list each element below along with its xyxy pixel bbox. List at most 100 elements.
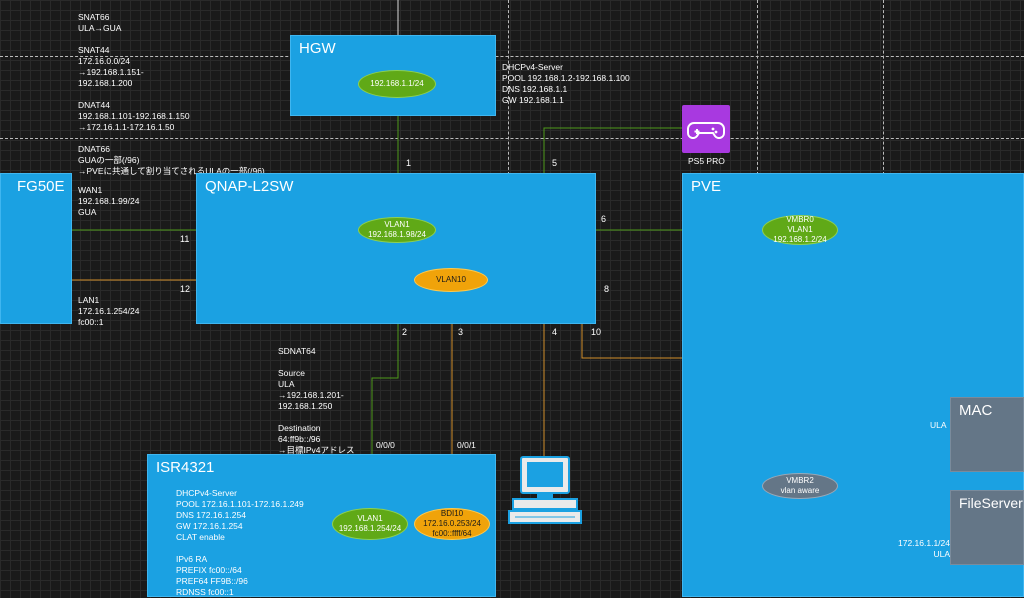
qnap-vlan1-label: VLAN1 (384, 220, 410, 229)
sdnat-line: Destination (278, 423, 321, 433)
wan1-line: WAN1 (78, 185, 103, 195)
isr-dhcp-notes: DHCPv4-Server POOL 172.16.1.101-172.16.1… (176, 488, 304, 598)
qnap-box[interactable]: QNAP-L2SW (196, 173, 596, 324)
qnap-vlan10-label: VLAN10 (436, 275, 466, 284)
gamepad-icon (687, 122, 725, 139)
isr-vlan1-node[interactable]: VLAN1 192.168.1.254/24 (332, 508, 408, 540)
ps5-icon[interactable] (682, 105, 730, 153)
hgw-dhcp-line: POOL 192.168.1.2-192.168.1.100 (502, 73, 630, 83)
wan1-line: 192.168.1.99/24 (78, 196, 140, 206)
nat-note-line: DNAT66 (78, 144, 110, 154)
lan1-line: LAN1 (78, 295, 100, 305)
hgw-title: HGW (299, 40, 336, 57)
hgw-dhcp-line: DHCPv4-Server (502, 62, 563, 72)
isr-dhcp-line: CLAT enable (176, 532, 225, 542)
fg50e-box[interactable]: FG50E (0, 173, 72, 324)
hgw-dhcp-line: DNS 192.168.1.1 (502, 84, 568, 94)
qnap-vlan1-node[interactable]: VLAN1 192.168.1.98/24 (358, 217, 436, 243)
sdnat-line: 192.168.1.250 (278, 401, 333, 411)
mac-box[interactable]: MAC (950, 397, 1024, 472)
port-label: 0/0/0 (376, 440, 395, 450)
nat-note-line (78, 34, 265, 45)
fileserver-ip-notes: 172.16.1.1/24 ULA (898, 538, 950, 560)
vmbr2-label: VMBR2 (786, 476, 814, 485)
sdnat-line: 64:ff9b::/96 (278, 434, 321, 444)
port-label: 5 (552, 158, 558, 168)
sdnat-line (278, 412, 355, 423)
mac-title: MAC (959, 402, 993, 419)
port-label: 3 (458, 327, 464, 337)
isr-title: ISR4321 (156, 459, 215, 476)
port-label: 6 (601, 214, 607, 224)
nat-note-line: →PVEに共通して割り当てされるULAの一部(/96) (78, 166, 265, 176)
vmbr0-ip: 192.168.1.2/24 (773, 235, 827, 244)
lan1-line: 172.16.1.254/24 (78, 306, 140, 316)
vmbr0-node[interactable]: VMBR0 VLAN1 192.168.1.2/24 (762, 215, 838, 245)
nat-note-line: 192.168.1.101-192.168.1.150 (78, 111, 190, 121)
hgw-dhcp-line: GW 192.168.1.1 (502, 95, 564, 105)
sdnat-line: →192.168.1.201- (278, 390, 344, 400)
fileserver-title: FileServer (959, 495, 1023, 511)
fileserver-box[interactable]: FileServer (950, 490, 1024, 565)
hgw-dhcp-notes: DHCPv4-Server POOL 192.168.1.2-192.168.1… (502, 62, 630, 106)
isr-bdi10-label: BDI10 (440, 509, 464, 518)
isr-dhcp-line: POOL 172.16.1.101-172.16.1.249 (176, 499, 304, 509)
qnap-title: QNAP-L2SW (205, 178, 294, 195)
port-label: 0/0/1 (457, 440, 476, 450)
isr-bdi10-node[interactable]: BDI10 172.16.0.253/24 fc00::ffff/64 (414, 508, 490, 540)
port-label: 1 (406, 158, 412, 168)
port-label: 4 (552, 327, 558, 337)
sdnat-line: Source (278, 368, 305, 378)
isr-dhcp-line: IPv6 RA (176, 554, 208, 564)
isr-dhcp-line (176, 543, 304, 554)
lan1-line: fc00::1 (78, 317, 104, 327)
sdnat-line (278, 357, 355, 368)
nat-note-line: SNAT44 (78, 45, 110, 55)
guide-line (0, 138, 1024, 139)
qnap-vlan10-node[interactable]: VLAN10 (414, 268, 488, 292)
sdnat-line: SDNAT64 (278, 346, 316, 356)
vmbr0-label: VMBR0 (786, 215, 814, 224)
vmbr2-node[interactable]: VMBR2 vlan aware (762, 473, 838, 499)
isr-dhcp-line: GW 172.16.1.254 (176, 521, 243, 531)
fg50e-title: FG50E (17, 178, 65, 195)
isr-bdi10-ipv6: fc00::ffff/64 (432, 529, 472, 538)
wan1-line: GUA (78, 207, 97, 217)
port-label: 2 (402, 327, 408, 337)
guide-line (757, 0, 758, 180)
port-label: 8 (604, 284, 610, 294)
isr-vlan1-ip: 192.168.1.254/24 (338, 524, 402, 533)
nat-note-line: 192.168.1.200 (78, 78, 133, 88)
isr-dhcp-line: DHCPv4-Server (176, 488, 237, 498)
sdnat-line: →目標IPv4アドレス (278, 445, 355, 455)
isr-dhcp-line: PREF64 FF9B::/96 (176, 576, 248, 586)
sdnat-line: ULA (278, 379, 295, 389)
wan1-notes: WAN1 192.168.1.99/24 GUA (78, 185, 139, 218)
nat-note-line: ULA→GUA (78, 23, 122, 33)
lan1-notes: LAN1 172.16.1.254/24 fc00::1 (78, 295, 139, 328)
hgw-ip-label: 192.168.1.1/24 (370, 79, 424, 88)
qnap-vlan1-ip: 192.168.1.98/24 (368, 230, 426, 239)
hgw-ip-node[interactable]: 192.168.1.1/24 (358, 70, 436, 98)
nat-note-line (78, 133, 265, 144)
isr-bdi10-ipv4: 172.16.0.253/24 (423, 519, 481, 528)
pc-icon[interactable] (505, 455, 585, 525)
nat-note-line: →192.168.1.151- (78, 67, 144, 77)
vmbr2-mode: vlan aware (780, 486, 820, 495)
isr-vlan1-label: VLAN1 (357, 514, 383, 523)
sdnat-notes: SDNAT64 Source ULA →192.168.1.201- 192.1… (278, 346, 355, 456)
nat-note-line: DNAT44 (78, 100, 110, 110)
guide-line (0, 56, 1024, 57)
nat-notes: SNAT66 ULA→GUA SNAT44 172.16.0.0/24 →192… (78, 12, 265, 177)
pve-title: PVE (691, 178, 722, 195)
isr-dhcp-line: PREFIX fc00::/64 (176, 565, 242, 575)
nat-note-line: SNAT66 (78, 12, 110, 22)
ps5-label: PS5 PRO (688, 156, 725, 166)
guide-line (508, 0, 509, 180)
fileserver-ip-line: ULA (933, 549, 950, 559)
vmbr0-vlan: VLAN1 (787, 225, 813, 234)
nat-note-line (78, 89, 265, 100)
mac-ula-label: ULA (930, 420, 947, 430)
computer-icon (508, 456, 582, 524)
port-label: 11 (180, 234, 190, 244)
